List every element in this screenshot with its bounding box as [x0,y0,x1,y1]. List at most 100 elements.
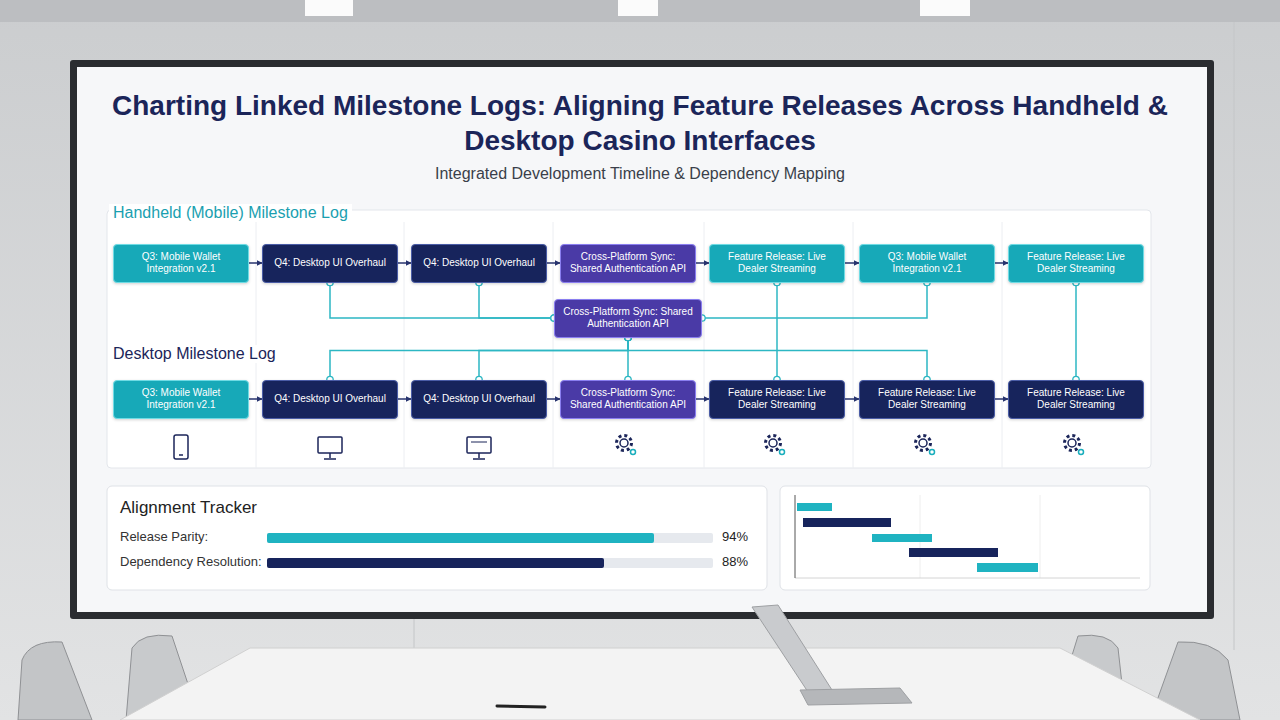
chairs [18,635,1240,720]
gear-icon [930,450,935,455]
connector [547,263,560,264]
gear-icon [766,436,781,451]
gear-icon [769,439,777,447]
connector [696,399,709,400]
column-divider [704,222,705,468]
milestone-box: Q3: Mobile Wallet Integration v2.1 [859,244,995,283]
connector-line [696,398,709,400]
gear-icon [780,450,785,455]
box-text: Q4: Desktop UI Overhaul [274,257,386,270]
connector-line [845,398,859,400]
connector [995,263,1008,264]
connector-line [479,338,628,380]
milestone-box: Q3: Mobile Wallet Integration v2.1 [113,244,249,283]
screen [77,67,1207,612]
phone-icon [174,435,188,459]
connector-line [696,262,709,264]
box-text: Cross-Platform Sync: Shared Authenticati… [566,387,690,412]
parity-bar [267,533,654,543]
bar-track [267,533,713,543]
column-divider [404,222,405,468]
subtitle: Integrated Development Timeline & Depend… [0,165,1280,183]
connector [398,263,411,264]
connector-line [547,398,560,400]
platform-icons [174,435,1084,459]
panel-heading: Alignment Tracker [120,498,257,518]
connector [625,334,930,382]
table [120,648,1200,720]
tracker-panel [107,486,767,590]
connector-line [398,398,411,400]
milestone-box: Q3: Mobile Wallet Integration v2.1 [113,380,249,419]
box-text: Q4: Desktop UI Overhaul [423,257,535,270]
box-text: Feature Release: Live Dealer Streaming [1014,387,1138,412]
connector-line [249,398,262,400]
box-text: Feature Release: Live Dealer Streaming [865,387,989,412]
connector [845,263,859,264]
connector [327,334,631,382]
box-text: Feature Release: Live Dealer Streaming [715,387,839,412]
connector-line [702,283,927,319]
gear-icon [617,436,632,451]
gear-icon [620,439,628,447]
milestone-box: Feature Release: Live Dealer Streaming [1008,244,1144,283]
connector [476,279,557,321]
pen [497,706,545,707]
dependency-bar [267,558,604,568]
gantt-bar [803,518,891,527]
milestone-box: Q4: Desktop UI Overhaul [411,244,547,283]
monitor-icon [473,458,485,460]
wall-seam [414,619,415,650]
connector [1073,279,1079,382]
gear-icon [1068,439,1076,447]
laptop [800,688,912,705]
section-heading: Handheld (Mobile) Milestone Log [109,204,352,222]
gantt-grid [1040,495,1041,578]
gear-icon [919,439,927,447]
gantt-bar [977,563,1038,572]
gantt-bar [797,503,832,511]
gantt-panel [780,486,1150,590]
monitor-icon [329,453,331,458]
connector-line [330,283,554,319]
connector [845,399,859,400]
column-divider [553,222,554,468]
connector-line [845,262,859,264]
column-divider [1002,222,1003,468]
box-text: Q3: Mobile Wallet Integration v2.1 [865,251,989,276]
section-heading: Desktop Milestone Log [109,345,280,363]
milestone-panel [107,210,1151,468]
column-divider [853,222,854,468]
screen-bezel [70,60,1214,619]
box-text: Q3: Mobile Wallet Integration v2.1 [119,387,243,412]
box-text: Feature Release: Live Dealer Streaming [715,251,839,276]
connector [774,279,780,382]
connector [398,399,411,400]
milestone-box: Cross-Platform Sync: Shared Authenticati… [554,299,702,338]
milestone-box: Cross-Platform Sync: Shared Authenticati… [560,380,696,419]
metric-name: Dependency Resolution: [120,555,262,570]
connector-line [995,262,1008,264]
gear-icon [1065,436,1080,451]
connector-line [995,398,1008,400]
metric-value: 94% [722,530,748,545]
monitor-icon [318,437,342,453]
milestone-box: Feature Release: Live Dealer Streaming [709,244,845,283]
laptop [752,605,832,692]
monitor-icon [324,458,336,460]
gantt-axis [795,495,796,578]
milestone-box: Q4: Desktop UI Overhaul [262,244,398,283]
connector [995,399,1008,400]
diagram-title: Charting Linked Milestone Logs: Aligning… [80,88,1200,158]
bar-track [267,558,713,568]
metric-value: 88% [722,555,748,570]
monitor-icon [471,442,487,443]
gantt-bar [872,534,932,542]
connector [696,263,709,264]
box-text: Q4: Desktop UI Overhaul [274,393,386,406]
connector-line [398,262,411,264]
connector-line [249,262,262,264]
gear-icon [631,450,636,455]
